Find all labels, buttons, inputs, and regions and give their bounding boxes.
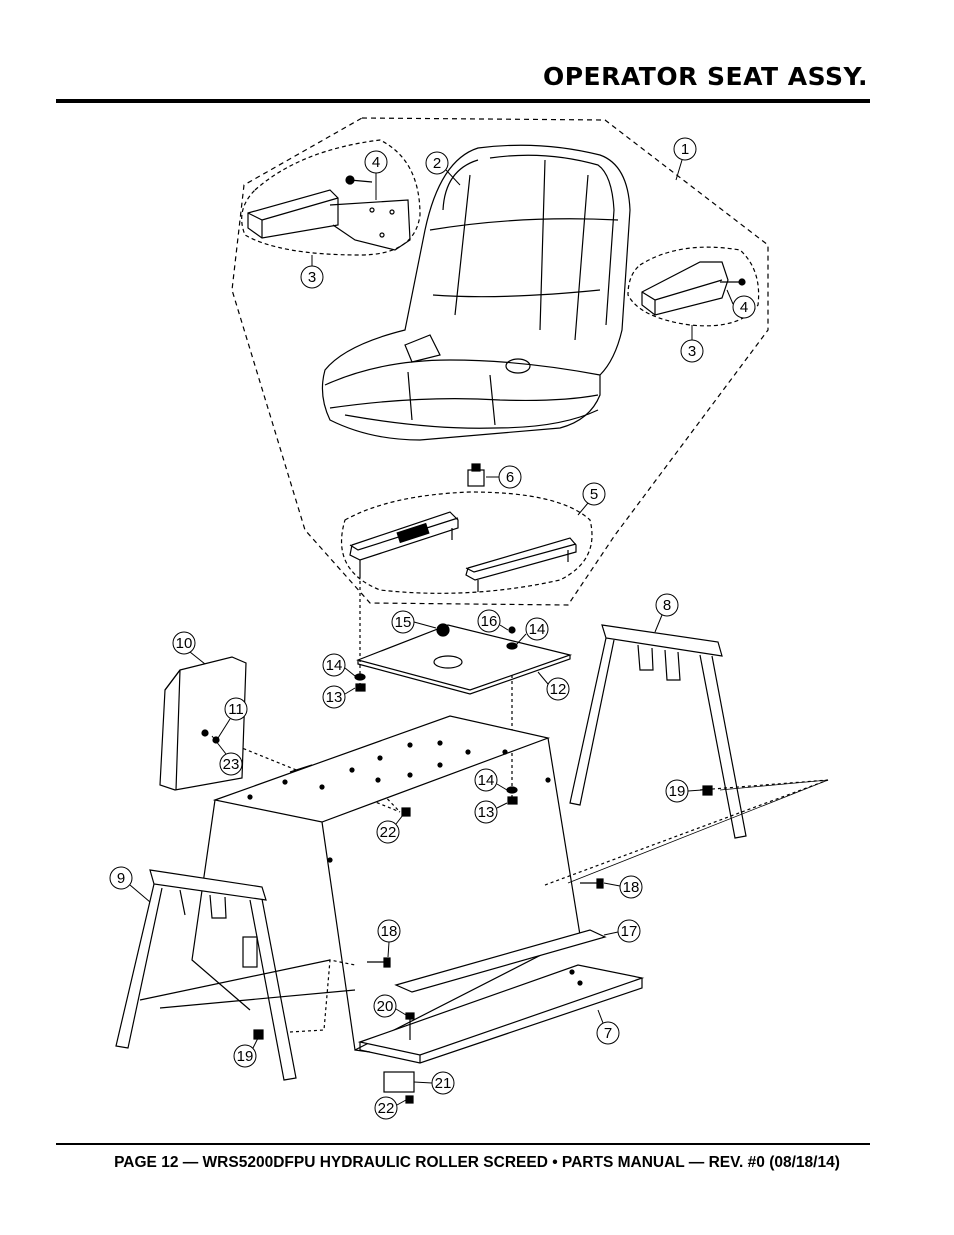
footer-rule	[56, 1143, 870, 1145]
callout-4a: 4	[364, 150, 388, 200]
callout-20: 20	[373, 994, 407, 1018]
header-rule	[56, 99, 870, 103]
callout-15: 15	[391, 610, 437, 634]
callout-2: 2	[425, 151, 461, 186]
svg-text:9: 9	[117, 870, 125, 887]
svg-text:20: 20	[377, 998, 394, 1015]
callout-14c: 14	[474, 768, 508, 792]
callout-22a: 22	[376, 814, 404, 844]
callout-19a: 19	[665, 779, 703, 803]
armrest-left	[247, 175, 411, 251]
svg-text:1: 1	[681, 141, 689, 158]
svg-text:4: 4	[372, 154, 380, 171]
seat-mount-plate	[356, 623, 573, 695]
callout-3b: 3	[680, 325, 704, 363]
svg-text:6: 6	[506, 469, 514, 486]
svg-text:3: 3	[308, 269, 316, 286]
svg-text:19: 19	[669, 783, 686, 800]
svg-text:17: 17	[621, 923, 638, 940]
svg-text:22: 22	[378, 1100, 395, 1117]
svg-text:14: 14	[326, 657, 343, 674]
svg-text:18: 18	[623, 879, 640, 896]
svg-text:23: 23	[223, 756, 240, 773]
callout-16: 16	[477, 609, 509, 633]
svg-text:14: 14	[478, 772, 495, 789]
svg-text:4: 4	[740, 299, 748, 316]
callout-8: 8	[654, 593, 679, 633]
callout-7: 7	[596, 1009, 620, 1045]
seat-latch	[467, 463, 485, 487]
svg-text:11: 11	[228, 701, 244, 718]
slide-rails	[349, 511, 577, 592]
armrest-right-group-boundary	[627, 246, 760, 327]
callout-10: 10	[172, 631, 206, 665]
callout-9: 9	[109, 866, 151, 903]
callout-19b: 19	[233, 1037, 259, 1068]
callout-21: 21	[413, 1071, 455, 1095]
callout-6: 6	[486, 465, 522, 489]
callout-1: 1	[673, 137, 697, 181]
page-title: OPERATOR SEAT ASSY.	[542, 62, 868, 91]
svg-text:10: 10	[176, 635, 193, 652]
svg-text:13: 13	[478, 804, 495, 821]
callout-22b: 22	[374, 1096, 407, 1120]
svg-text:21: 21	[435, 1075, 452, 1092]
footrest	[357, 929, 645, 1064]
svg-text:14: 14	[529, 621, 546, 638]
svg-text:3: 3	[688, 343, 696, 360]
page-footer: PAGE 12 — WRS5200DFPU HYDRAULIC ROLLER S…	[114, 1154, 840, 1171]
callout-5: 5	[577, 482, 606, 516]
callout-3a: 3	[300, 255, 324, 289]
callout-13a: 13	[322, 685, 356, 709]
seat-base-box	[139, 715, 581, 1053]
svg-text:12: 12	[550, 681, 567, 698]
svg-text:22: 22	[380, 824, 397, 841]
callouts: 1 2 4 3 4 3 6 5 8 15 16 14 10 14 13 12 1…	[109, 137, 756, 1120]
svg-text:2: 2	[433, 155, 441, 172]
seat	[321, 144, 631, 441]
group-1-boundary	[231, 117, 769, 606]
stand-left	[115, 869, 297, 1081]
svg-text:19: 19	[237, 1048, 254, 1065]
callout-14a: 14	[515, 617, 549, 646]
svg-text:15: 15	[395, 614, 412, 631]
stand-right	[569, 624, 747, 839]
callout-13b: 13	[474, 800, 508, 824]
svg-text:16: 16	[481, 613, 498, 630]
svg-text:5: 5	[590, 486, 598, 503]
slide-rail-group-boundary	[341, 491, 593, 594]
callout-17: 17	[603, 919, 641, 943]
callout-12: 12	[537, 671, 570, 701]
svg-text:18: 18	[381, 923, 398, 940]
svg-text:13: 13	[326, 689, 343, 706]
callout-18b: 18	[603, 875, 643, 899]
armrest-right	[641, 261, 746, 316]
callout-23: 23	[211, 735, 243, 776]
callout-18a: 18	[377, 919, 401, 958]
callout-11: 11	[217, 697, 248, 739]
callout-14b: 14	[322, 653, 356, 677]
callout-4b: 4	[726, 289, 756, 319]
svg-text:7: 7	[604, 1025, 612, 1042]
armrest-left-group-boundary	[241, 139, 421, 256]
svg-text:8: 8	[663, 597, 671, 614]
